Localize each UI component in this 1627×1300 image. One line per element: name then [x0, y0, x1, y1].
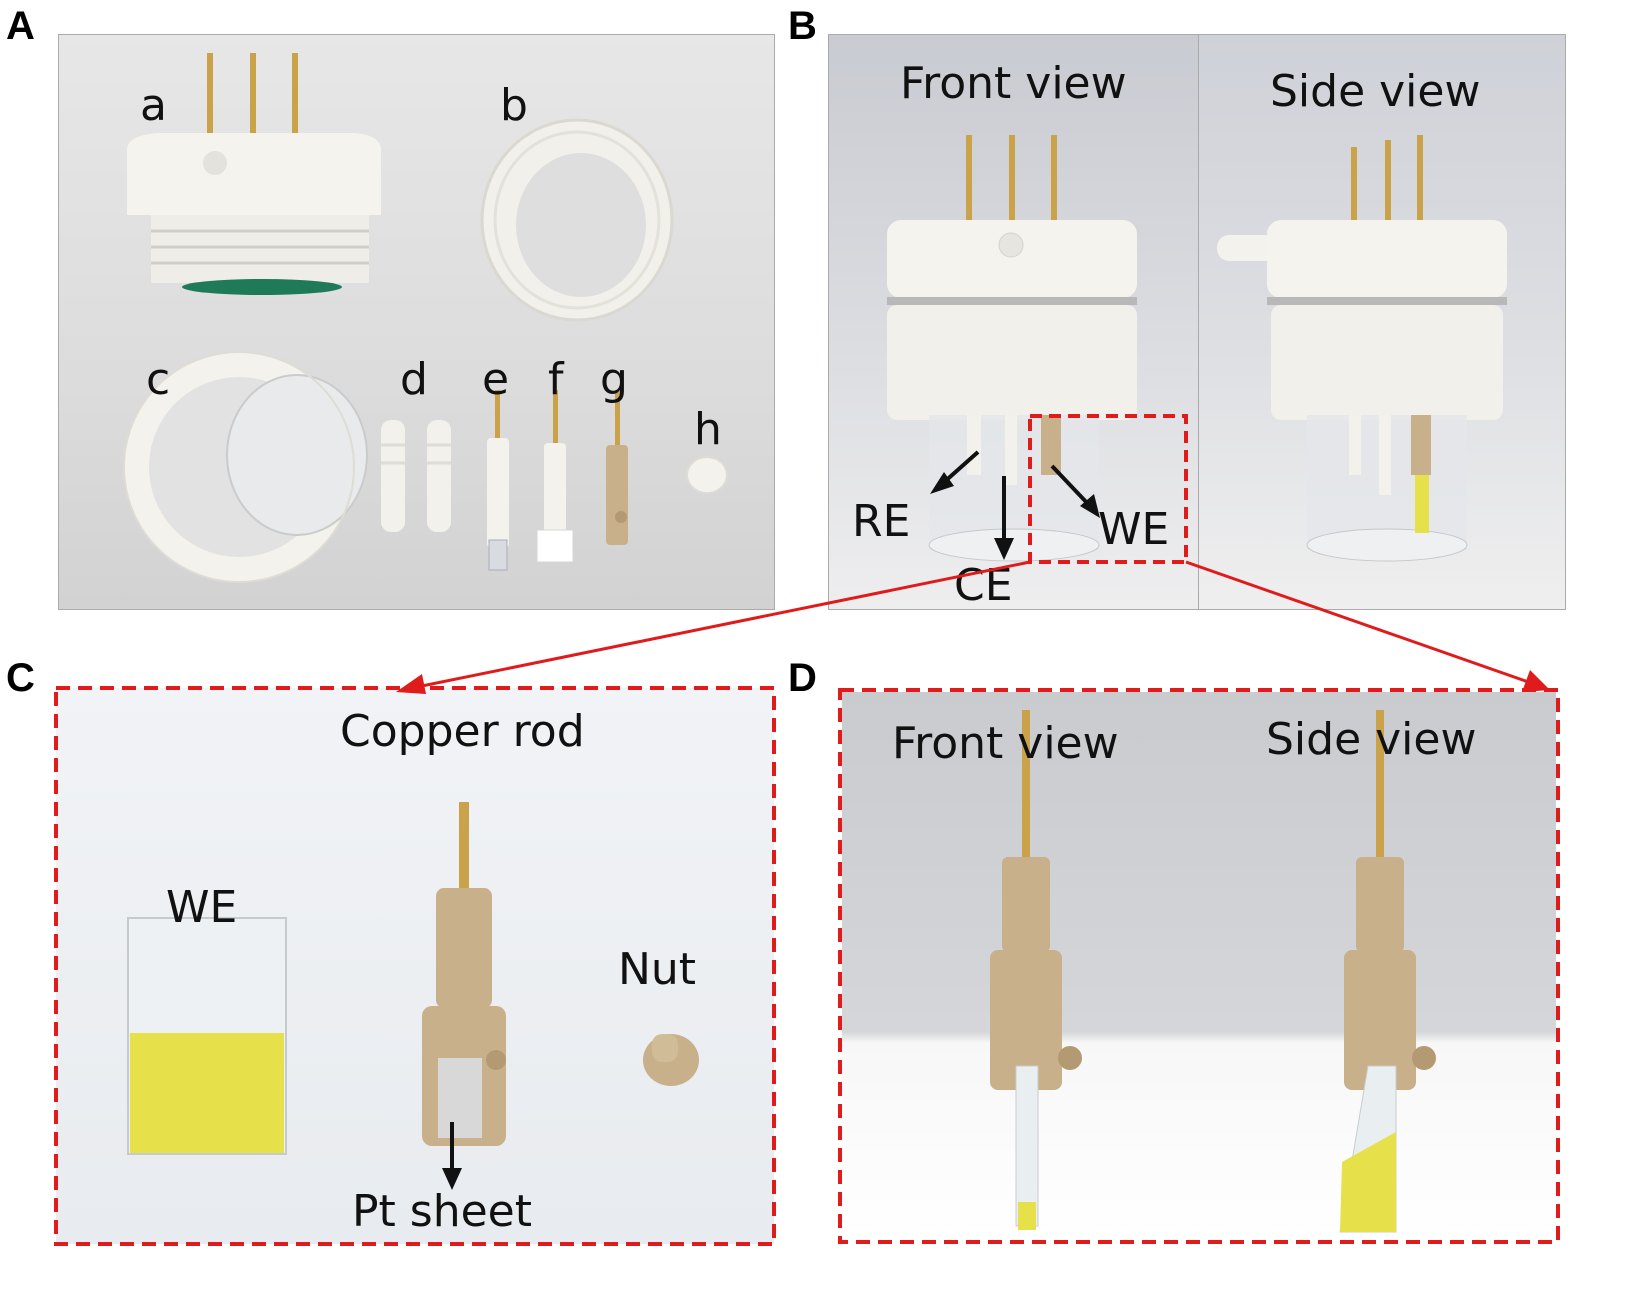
- cell-cap-part-a: [127, 53, 381, 295]
- threaded-ring-part-b: [480, 118, 674, 322]
- panel-a-photo: [58, 34, 775, 610]
- copper-rod-holder: [422, 802, 506, 1146]
- we-holder-part-g: [606, 390, 628, 545]
- panel-label-b: B: [788, 4, 817, 48]
- panel-d-front-photo: [842, 692, 1200, 1240]
- part-label-e: e: [482, 354, 510, 405]
- panel-d-side-photo: [1200, 692, 1556, 1240]
- part-label-a: a: [140, 80, 167, 131]
- panel-label-c: C: [6, 656, 35, 700]
- nut-label: Nut: [618, 944, 697, 995]
- we-glass-slide: [127, 917, 287, 1155]
- panel-label-d: D: [788, 656, 817, 700]
- hose-barbs-part-d: [381, 420, 451, 532]
- nut-part-h: [686, 456, 728, 494]
- panel-c-we-label: WE: [166, 882, 238, 933]
- panel-d-front-view-label: Front view: [892, 718, 1119, 769]
- assembled-cell-side-drawing: [1217, 135, 1507, 562]
- reference-electrode-label: RE: [852, 496, 911, 547]
- zoom-arrowhead-d: [1522, 670, 1550, 692]
- copper-rod-label: Copper rod: [340, 706, 585, 757]
- part-label-h: h: [694, 404, 722, 455]
- reference-electrode-part-e: [487, 390, 509, 571]
- we-holder-front-drawing: [990, 710, 1082, 1230]
- pt-sheet-label: Pt sheet: [352, 1186, 532, 1237]
- counter-electrode-part-f: [536, 390, 574, 563]
- we-holder-side-drawing: [1339, 710, 1436, 1233]
- panel-b-side-view-label: Side view: [1270, 66, 1481, 117]
- nut: [643, 1034, 699, 1086]
- part-label-b: b: [500, 80, 528, 131]
- window-ring-part-c: [123, 351, 368, 583]
- working-electrode-label: WE: [1098, 504, 1170, 555]
- panel-b-side-photo: [1198, 34, 1566, 610]
- part-label-c: c: [146, 354, 171, 405]
- panel-b-front-view-label: Front view: [900, 58, 1127, 109]
- part-label-d: d: [400, 354, 428, 405]
- panel-a-parts-drawing: [123, 53, 728, 583]
- panel-d-side-view-label: Side view: [1266, 714, 1477, 765]
- panel-label-a: A: [6, 4, 35, 48]
- part-label-g: g: [600, 354, 628, 405]
- counter-electrode-label: CE: [954, 560, 1013, 611]
- part-label-f: f: [548, 354, 564, 405]
